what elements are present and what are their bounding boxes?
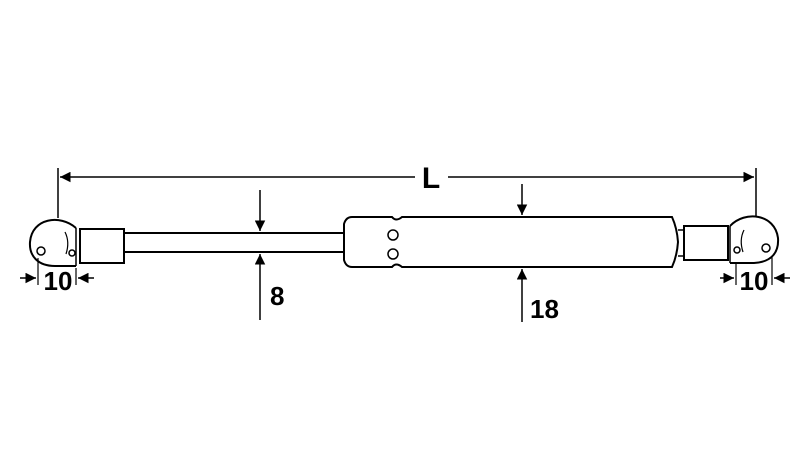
left-end-fitting (79, 228, 125, 264)
overall-length-label: L (422, 162, 440, 195)
left-ball-socket (28, 219, 77, 267)
right-fitting-label: 10 (740, 266, 769, 296)
cylinder-body (343, 216, 680, 268)
right-end-fitting (683, 225, 729, 261)
crimp-dot-top (387, 229, 399, 241)
cylinder-diameter-dimension: 18 (516, 184, 559, 324)
left-fitting-dimension: 10 (20, 258, 94, 296)
crimp-dot-bottom (387, 248, 399, 260)
rod-diameter-dimension: 8 (254, 190, 284, 320)
right-fitting-dimension: 10 (720, 256, 790, 296)
rod-diameter-label: 8 (270, 281, 284, 311)
right-ball-socket (729, 215, 780, 264)
piston-rod (123, 232, 345, 253)
cylinder-diameter-label: 18 (530, 294, 559, 324)
left-fitting-label: 10 (44, 266, 73, 296)
overall-length-dimension: L (57, 162, 757, 218)
